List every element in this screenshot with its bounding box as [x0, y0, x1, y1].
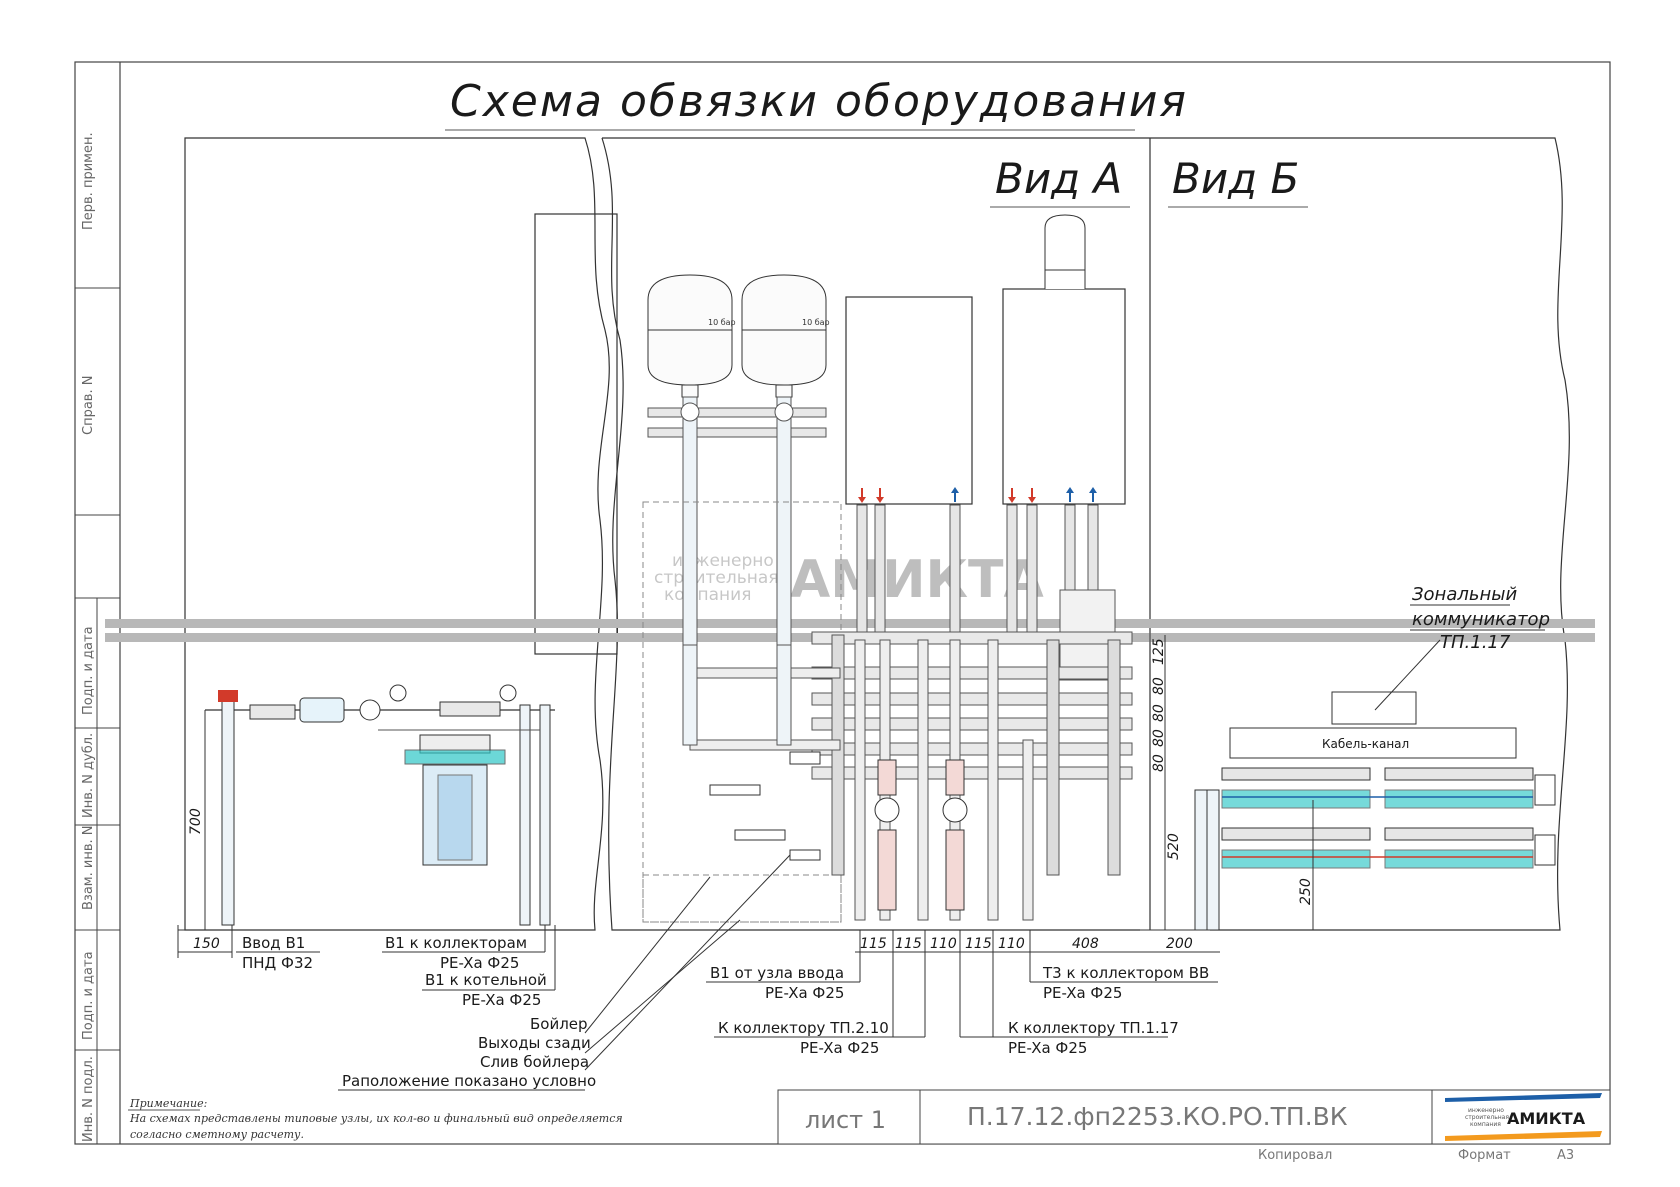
callouts-left: Ввод В1 ПНД Ф32 В1 к коллекторам PE-Xa Ф… [236, 854, 791, 1091]
communicator-line3: ТП.1.17 [1440, 632, 1511, 653]
title-block: лист 1 П.17.12.фп2253.КО.РО.ТП.ВК инжене… [777, 1089, 1611, 1145]
logo-small-line1: инженерно [1468, 1107, 1504, 1114]
callouts-center: В1 от узла ввода PE-Xa Ф25 К коллектору … [706, 930, 1218, 1057]
callout-position-note: Раположение показано условно [342, 1072, 596, 1090]
communicator-line2: коммуникатор [1412, 609, 1550, 630]
tank-left-pressure: 10 бар [708, 318, 736, 327]
dim-200: 200 [1166, 936, 1193, 952]
dim-408: 408 [1072, 936, 1099, 952]
stamp-vzam: Взам. инв. N [81, 826, 96, 910]
dim-115a: 115 [860, 936, 887, 952]
pump-group-2 [942, 759, 968, 911]
stamp-inv-podl: Инв. N подл. [81, 1056, 96, 1142]
callout-to-tp210: К коллектору ТП.2.10 [718, 1019, 889, 1037]
dim-80a: 80 [1151, 677, 1167, 695]
heating-collectors [1194, 767, 1556, 931]
callout-pexa25d: PE-Xa Ф25 [800, 1039, 879, 1057]
pump-group-1 [874, 759, 900, 911]
note-line1: На схемах представлены типовые узлы, их … [129, 1112, 623, 1125]
water-input-node [205, 684, 555, 926]
footer-format-value: А3 [1557, 1148, 1574, 1163]
boiler-flow-arrows [858, 487, 1097, 503]
callout-b1-boiler-room: В1 к котельной [425, 971, 547, 989]
dim-80d: 80 [1151, 754, 1167, 772]
wall-outlines [184, 137, 1570, 931]
footer: Копировал Формат А3 [1258, 1148, 1574, 1163]
dim-80c: 80 [1151, 729, 1167, 747]
cable-channel: Кабель-канал [1229, 727, 1517, 759]
dim-115c: 115 [965, 936, 992, 952]
company-logo: инженерно строительная компания АМИКТА [1445, 1093, 1602, 1141]
callout-to-tp117: К коллектору ТП.1.17 [1008, 1019, 1179, 1037]
stamp-sprav: Справ. N [81, 376, 96, 435]
dim-150: 150 [193, 936, 220, 952]
watermark-brand: АМИКТА [790, 550, 1044, 610]
watermark: инженерно строительная компания АМИКТА [654, 550, 1044, 610]
callout-pexa25b: PE-Xa Ф25 [462, 991, 541, 1009]
callout-pexa25a: PE-Xa Ф25 [440, 954, 519, 972]
footer-copied: Копировал [1258, 1148, 1332, 1163]
callout-b1-collectors: В1 к коллекторам [385, 934, 527, 952]
stamp-inv-dubl: Инв. N дубл. [81, 733, 96, 818]
zone-communicator: Зональный коммуникатор ТП.1.17 [1331, 584, 1550, 725]
sheet-number: лист 1 [805, 1106, 886, 1134]
stamp-podp2: Подп. и дата [81, 951, 96, 1040]
callout-pexa25c: PE-Xa Ф25 [765, 984, 844, 1002]
logo-brand: АМИКТА [1507, 1109, 1586, 1128]
view-b-label: Вид Б [1172, 154, 1299, 203]
dim-110a: 110 [930, 936, 957, 952]
side-stamp: Перв. примен. Справ. N Подп. и дата Инв.… [81, 132, 96, 1142]
drain-valves [709, 751, 821, 861]
dim-110b: 110 [998, 936, 1025, 952]
callout-pexa25f: PE-Xa Ф25 [1043, 984, 1122, 1002]
logo-small-line3: компания [1470, 1121, 1501, 1128]
watermark-line3: компания [664, 585, 751, 605]
diagram-title: Схема обвязки оборудования [450, 76, 1188, 127]
footer-format-label: Формат [1458, 1148, 1511, 1163]
dim-80b: 80 [1151, 704, 1167, 722]
boiler-1 [845, 296, 973, 505]
document-code: П.17.12.фп2253.КО.РО.ТП.ВК [967, 1102, 1348, 1131]
dim-115b: 115 [895, 936, 922, 952]
callout-outputs-back: Выходы сзади [478, 1034, 591, 1052]
callout-boiler-drain: Слив бойлера [480, 1053, 589, 1071]
callout-b1-from-node: В1 от узла ввода [710, 964, 844, 982]
note-block: Примечание: На схемах представлены типов… [128, 1097, 623, 1141]
dhw-boiler-outline [642, 501, 842, 923]
dimension-values: 700 150 115 115 110 115 110 408 200 125 … [188, 638, 1314, 952]
dim-520: 520 [1166, 833, 1182, 860]
dimension-lines [177, 632, 1314, 958]
dim-125: 125 [1151, 638, 1167, 665]
communicator-line1: Зональный [1412, 584, 1517, 605]
boiler-2 [1002, 214, 1126, 505]
logo-small-line2: строительная [1465, 1114, 1509, 1121]
callout-pexa25e: PE-Xa Ф25 [1008, 1039, 1087, 1057]
collector-rack [682, 631, 1133, 921]
dim-250: 250 [1298, 878, 1314, 905]
callout-input-b1: Ввод В1 [242, 934, 305, 952]
expansion-tank-left: 10 бар [647, 274, 736, 398]
cable-channel-label: Кабель-канал [1322, 737, 1409, 751]
expansion-tank-right: 10 бар [741, 274, 830, 398]
note-title: Примечание: [129, 1097, 207, 1110]
view-a-label: Вид А [995, 154, 1122, 203]
stamp-perv: Перв. примен. [81, 132, 96, 230]
note-line2: согласно сметному расчету. [130, 1128, 304, 1141]
callout-pnd32: ПНД Ф32 [242, 954, 313, 972]
callout-t3-bb: Т3 к коллектором ВВ [1042, 964, 1209, 982]
tank-right-pressure: 10 бар [802, 318, 830, 327]
callout-boiler: Бойлер [530, 1015, 588, 1033]
tank-mounting-rails [647, 407, 827, 438]
dim-700: 700 [188, 808, 204, 835]
stamp-podp1: Подп. и дата [81, 626, 96, 715]
